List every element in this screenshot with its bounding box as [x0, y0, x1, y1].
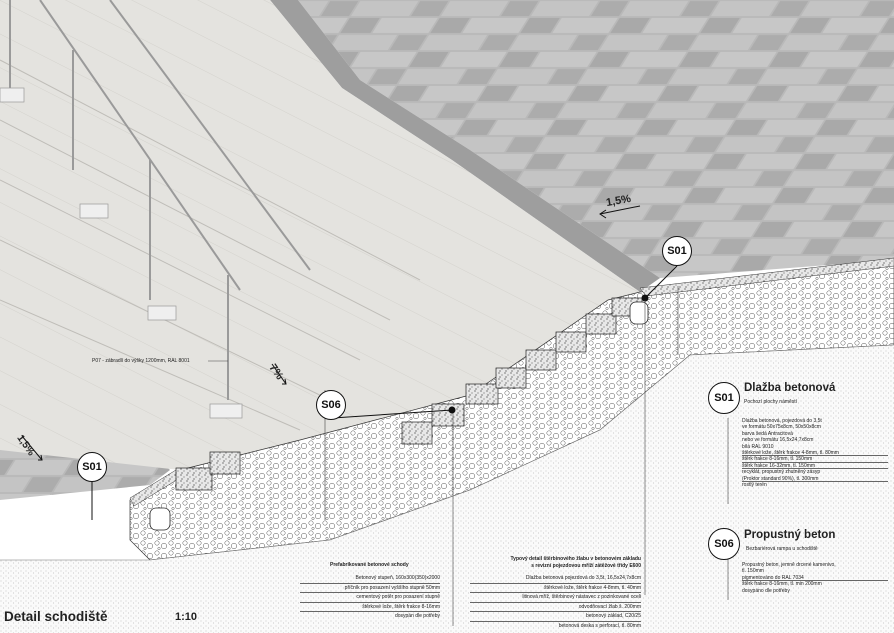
legend-s01-item: (Proktor standard 90%), tl. 300mm — [742, 476, 888, 483]
drain-note-item: betonová deska s perforací, tl. 80mm — [558, 622, 641, 629]
legend-s01-item: štěrkové lože, štěrk frakce 4-8mm, tl. 8… — [742, 450, 888, 457]
legend-s01-item: bílá RAL 9010 — [742, 443, 774, 450]
stairs-note-item: příčník pro posazení vyššího stupně 50mm — [300, 584, 440, 594]
legend-s01-subtitle: Pochozí plochy náměstí — [744, 399, 798, 405]
stairs-note-item: dosypán dle potřeby — [394, 613, 440, 620]
step-edges — [0, 59, 421, 431]
drain-note-item: štěrkové lože, štěrk frakce 4-8mm, tl. 4… — [470, 584, 641, 594]
legend-s01-item: nebo ve formátu 16,5x24,7x8cm — [742, 437, 814, 444]
drawing-title: Detail schodiště — [4, 609, 108, 624]
legend-s06-code: S06 — [708, 528, 740, 560]
legend-s06-item: pigmentováno do RAL 7034 — [742, 575, 888, 582]
legend-s01-item: recyklát, propustný zhutněný zásyp — [742, 469, 821, 476]
railing — [9, 0, 311, 400]
marker-s01-top: S01 — [662, 236, 692, 266]
legend-s06-item: tl. 150mm — [742, 568, 764, 575]
stairs-note-title: Prefabrikované betonové schody — [330, 562, 409, 568]
legend-s01-item: Dlažba betonová, pojezdová do 3,5t — [742, 418, 822, 424]
railing-posts — [0, 87, 243, 419]
legend-s01-list: Dlažba betonová, pojezdová do 3,5t ve fo… — [742, 418, 888, 488]
drain-note-item: Dlažba betonová pojezdová do 3,5t, 16,5x… — [470, 574, 641, 584]
drain-note-list: Dlažba betonová pojezdová do 3,5t, 16,5x… — [470, 574, 641, 632]
legend-s01-item: štěrk frakce 16-32mm, tl. 150mm — [742, 463, 888, 470]
subsoil — [0, 345, 894, 633]
legend-s06-list: Propustný beton, jemně drcené kamenivo, … — [742, 562, 888, 594]
drain-note-title-1: Typový detail štěrbinového žlabu v beton… — [510, 556, 642, 562]
marker-s01-bottom: S01 — [77, 452, 107, 482]
stairs-note-list: Betonový stupeň, 160x300(350)x2000 příčn… — [300, 574, 440, 622]
drain-note-title-2: s revizní pojezdovou mříží zátěžové tříd… — [531, 563, 641, 569]
stair-surface — [0, 0, 640, 470]
legend-s01-item: rostlý terén — [742, 482, 767, 489]
drain-note-item: betonový základ, C20/25 — [470, 612, 641, 622]
legend-s01-item: štěrk frakce 8-16mm, tl. 150mm — [742, 456, 888, 464]
legend-s01-code: S01 — [708, 382, 740, 414]
legend-s06-subtitle: Bezbariérová rampa u schodiště — [746, 546, 818, 552]
legend-s06-item: dosypáno dle potřeby — [742, 587, 790, 594]
drain-channels — [149, 301, 649, 531]
subsoil-edge — [0, 344, 894, 561]
legend-s01-item: barva šedá Antracitová — [742, 430, 793, 437]
drain-note-item: litinová mříž, štěrbinový nástavec z poz… — [470, 593, 641, 603]
bedding-upper — [639, 257, 894, 297]
legend-s06-item: Propustný beton, jemně drcené kamenivo, — [742, 562, 836, 568]
marker-s06-mid: S06 — [316, 390, 346, 420]
upper-paving — [298, 0, 894, 278]
stairs-note-item: štěrkové lože, štěrk frakce 8-16mm — [300, 603, 440, 613]
curb-strip — [270, 0, 660, 292]
legend-s01-title: Dlažba betonová — [744, 382, 836, 394]
drawing-scale: 1:10 — [175, 611, 198, 623]
drain-note-item: odvodňovací žlab š. 200mm — [470, 603, 641, 613]
legend-s06-title: Propustný beton — [744, 529, 836, 541]
legend-s06-item: štěrk frakce 8-16mm, tl. min 200mm — [742, 581, 822, 588]
legend-s01-item: ve formátu 50x75x8cm, 50x50x8cm — [742, 424, 821, 431]
stairs-note-item: cementový potěr pro posazení stupně — [300, 593, 440, 603]
railing-note: P07 - zábradlí do výšky 1200mm, RAL 8001 — [92, 358, 190, 364]
stairs-note-item: Betonový stupeň, 160x300(350)x2000 — [300, 574, 440, 584]
